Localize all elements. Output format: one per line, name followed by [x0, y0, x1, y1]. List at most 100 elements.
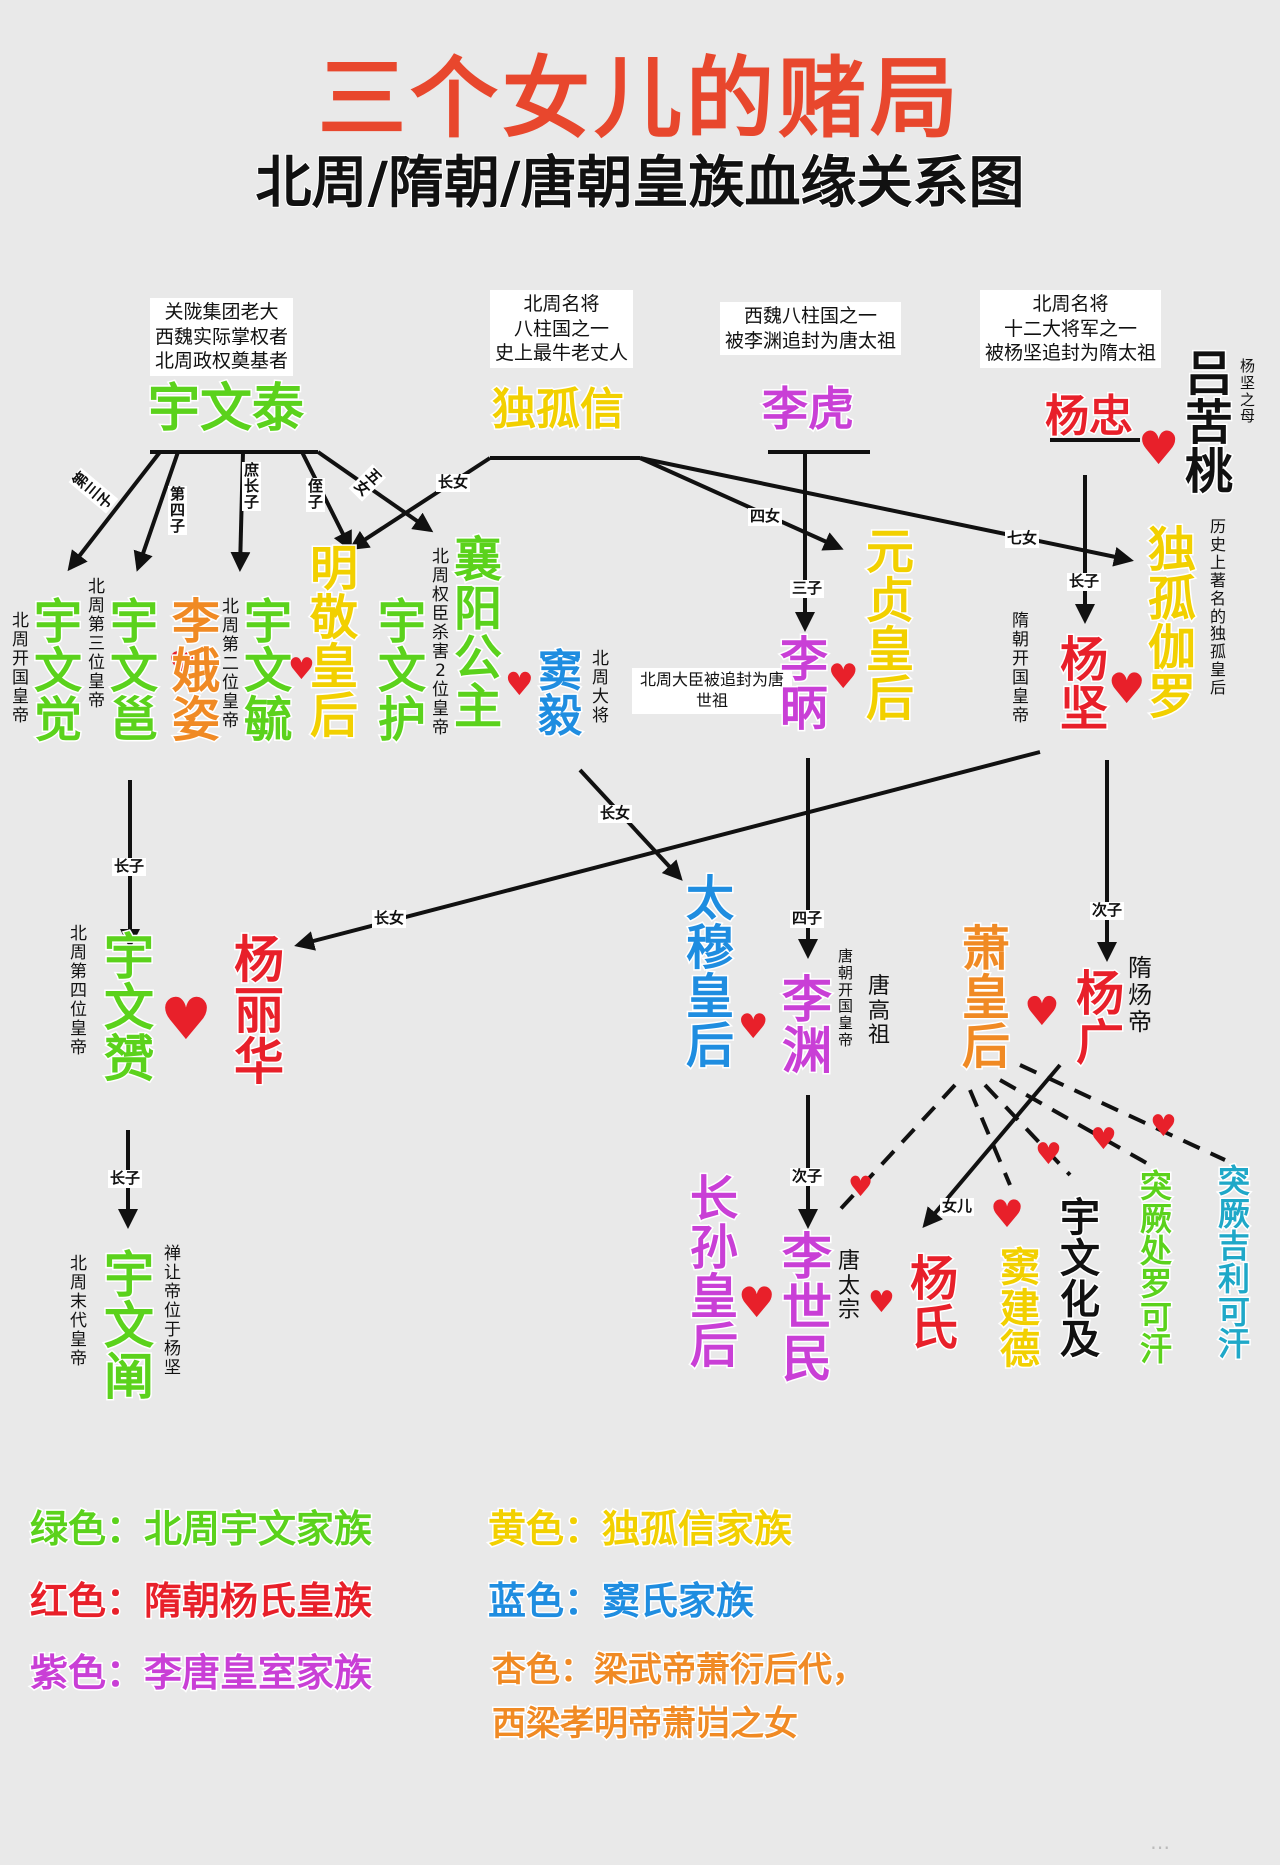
legend-apricot-2: 西梁孝明帝萧岿之女: [491, 1703, 800, 1746]
node-yang-zhong: 杨忠: [1044, 391, 1135, 442]
node-li-yuan: 李渊: [781, 971, 834, 1080]
node-yuwen-tai: 宇文泰: [146, 379, 305, 439]
heart-zhangsun: ♥: [738, 1278, 776, 1327]
rel-fourth-son-li: 四子: [790, 909, 825, 928]
note-li-hu: 西魏八柱国之一 被李渊追封为唐太祖: [720, 302, 902, 356]
node-tujue-chuluo: 突厥处罗可汗: [1138, 1167, 1173, 1369]
dash-to-dou-jiande: [968, 1089, 1012, 1186]
line-to-xiangyang: [316, 450, 434, 533]
note-yuwen-tai: 关陇集团老大 西魏实际掌权者 北周政权奠基者: [150, 298, 294, 377]
node-dugu-jialuo: 独孤伽罗: [1146, 522, 1197, 725]
node-yuwen-chan: 宇文阐: [103, 1246, 156, 1406]
heart-li-bing: ♥: [828, 657, 859, 697]
note-dugu-xin: 北周名将 八柱国之一 史上最牛老丈人: [490, 290, 634, 369]
line-to-yuwen-jue: [67, 450, 162, 572]
node-yuwen-yong: 宇文邕: [108, 594, 159, 748]
line-to-dugu-jialuo: [639, 456, 1134, 567]
node-tujue-jieli: 突厥吉利可汗: [1216, 1162, 1251, 1364]
page-subtitle: 北周/隋朝/唐朝皇族血缘关系图: [255, 150, 1026, 217]
heart-li-shimin: ♥: [868, 1285, 895, 1320]
note-yuwen-yun: 北周第四位皇帝: [70, 924, 87, 1059]
rel-eldest-daughter-yang: 长女: [372, 909, 407, 928]
rel-third-son-li: 三子: [790, 579, 825, 598]
note-yang-zhong: 北周名将 十二大将军之一 被杨坚追封为隋太祖: [980, 290, 1162, 369]
rel-eldest-daughter-dou: 长女: [598, 804, 633, 823]
node-yuwen-hu: 宇文护: [376, 594, 427, 748]
heart-chuluo: ♥: [1090, 1122, 1117, 1157]
line-to-yuwen-hu: [300, 451, 352, 552]
node-taimu-huanghou: 太穆皇后: [684, 871, 735, 1074]
rel-daughter-yang: 女儿: [940, 1197, 975, 1216]
rel-seventh-daughter: 七女: [1005, 529, 1040, 548]
note-dou-yi: 北周大将: [592, 649, 609, 727]
rel-eldest-son-chan: 长子: [108, 1169, 143, 1188]
rel-eldest-son-yuwen: 长子: [112, 857, 147, 876]
note-yuwen-chan: 北周末代皇帝: [70, 1254, 87, 1370]
node-dou-yi: 窦毅: [537, 646, 584, 742]
node-mingjing-huanghou: 明敬皇后: [308, 541, 359, 744]
node-xiao-huanghou: 萧皇后: [960, 921, 1011, 1075]
heart-yuwen-yun: ♥: [160, 985, 212, 1053]
node-yang-jian: 杨坚: [1058, 632, 1109, 737]
legend-blue: 蓝色：窦氏家族: [486, 1578, 755, 1625]
dash-to-jieli: [1019, 1063, 1226, 1162]
note-yuwen-jue: 北周开国皇帝: [12, 611, 29, 727]
node-yuwen-huaji: 宇文化及: [1059, 1195, 1102, 1364]
legend-purple: 紫色：李唐皇室家族: [28, 1650, 373, 1697]
heart-jieli: ♥: [1150, 1109, 1177, 1144]
note-li-shimin: 唐太宗: [838, 1249, 861, 1324]
node-li-shimin: 李世民: [781, 1228, 834, 1388]
rel-fourth-daughter: 四女: [748, 507, 783, 526]
dash-to-chuluo: [999, 1078, 1151, 1167]
line-to-yuanzhen: [639, 456, 844, 551]
node-li-hu: 李虎: [761, 382, 856, 436]
line-to-taimu: [578, 768, 683, 881]
rel-fourth-son: 第四子: [168, 485, 188, 536]
node-dugu-xin: 独孤信: [491, 384, 626, 435]
note-yuwen-chan-2: 禅让帝位于杨坚: [164, 1244, 181, 1379]
legend-green: 绿色：北周宇文家族: [28, 1506, 373, 1553]
note-lv-kutao: 杨坚之母: [1240, 357, 1256, 426]
heart-xiao: ♥: [1024, 989, 1060, 1035]
node-yang-lihua: 杨丽华: [233, 931, 286, 1091]
note-dugu-jialuo: 历史上著名的独孤皇后: [1210, 517, 1227, 698]
rel-dugu-eldest: 长女: [436, 473, 471, 492]
node-dou-jiande: 窦建德: [999, 1245, 1042, 1373]
line-to-yang-lihua: [294, 750, 1041, 951]
node-yang-shi: 杨氏: [908, 1251, 959, 1356]
node-zhangsun-huanghou: 长孙皇后: [688, 1171, 739, 1374]
heart-to-li-shimin: ♥: [848, 1170, 874, 1203]
note-li-yuan-title: 唐高祖: [868, 974, 891, 1049]
heart-taimu: ♥: [738, 1007, 769, 1047]
node-yuwen-jue: 宇文觉: [32, 594, 83, 748]
note-li-bing: 北周大臣被追封为唐世祖: [632, 668, 792, 714]
legend-apricot: 杏色：梁武帝萧衍后代，: [491, 1649, 868, 1692]
rel-second-son-yang: 次子: [1090, 901, 1125, 920]
dash-to-yuwen-huaji: [983, 1083, 1072, 1177]
heart-mingjing: ♥: [288, 652, 315, 687]
rel-second-son-li: 次子: [790, 1167, 825, 1186]
node-li-bing: 李昞: [778, 632, 829, 737]
note-li-yuan: 唐朝开国皇帝: [838, 947, 854, 1049]
line-to-yuwen-yong: [133, 451, 180, 572]
line-to-mingjing: [348, 456, 492, 551]
rel-shu-eldest: 庶长子: [242, 461, 262, 512]
node-li-ezi: 李娥姿: [170, 594, 221, 748]
rel-eldest-son-yang: 长子: [1067, 572, 1102, 591]
page-title: 三个女儿的赌局: [317, 47, 962, 150]
legend-red: 红色：隋朝杨氏皇族: [28, 1578, 373, 1625]
note-yang-guang: 隋炀帝: [1128, 954, 1152, 1036]
heart-yang-jian: ♥: [1108, 664, 1146, 713]
note-yuwen-yu: 北周第二位皇帝: [222, 597, 239, 732]
heart-xiangyang: ♥: [505, 665, 534, 703]
node-yang-guang: 杨广: [1074, 966, 1125, 1071]
node-yuwen-yun: 宇文赟: [103, 928, 156, 1088]
more-options-icon[interactable]: ⋯: [1150, 1835, 1170, 1859]
heart-dou-jiande: ♥: [990, 1192, 1025, 1236]
heart-yuwen-huaji: ♥: [1035, 1137, 1062, 1172]
node-yuwen-yu: 宇文毓: [242, 594, 293, 748]
node-yuanzhen-huanghou: 元贞皇后: [864, 524, 915, 727]
heart-li-ezi: ♥: [168, 645, 199, 685]
